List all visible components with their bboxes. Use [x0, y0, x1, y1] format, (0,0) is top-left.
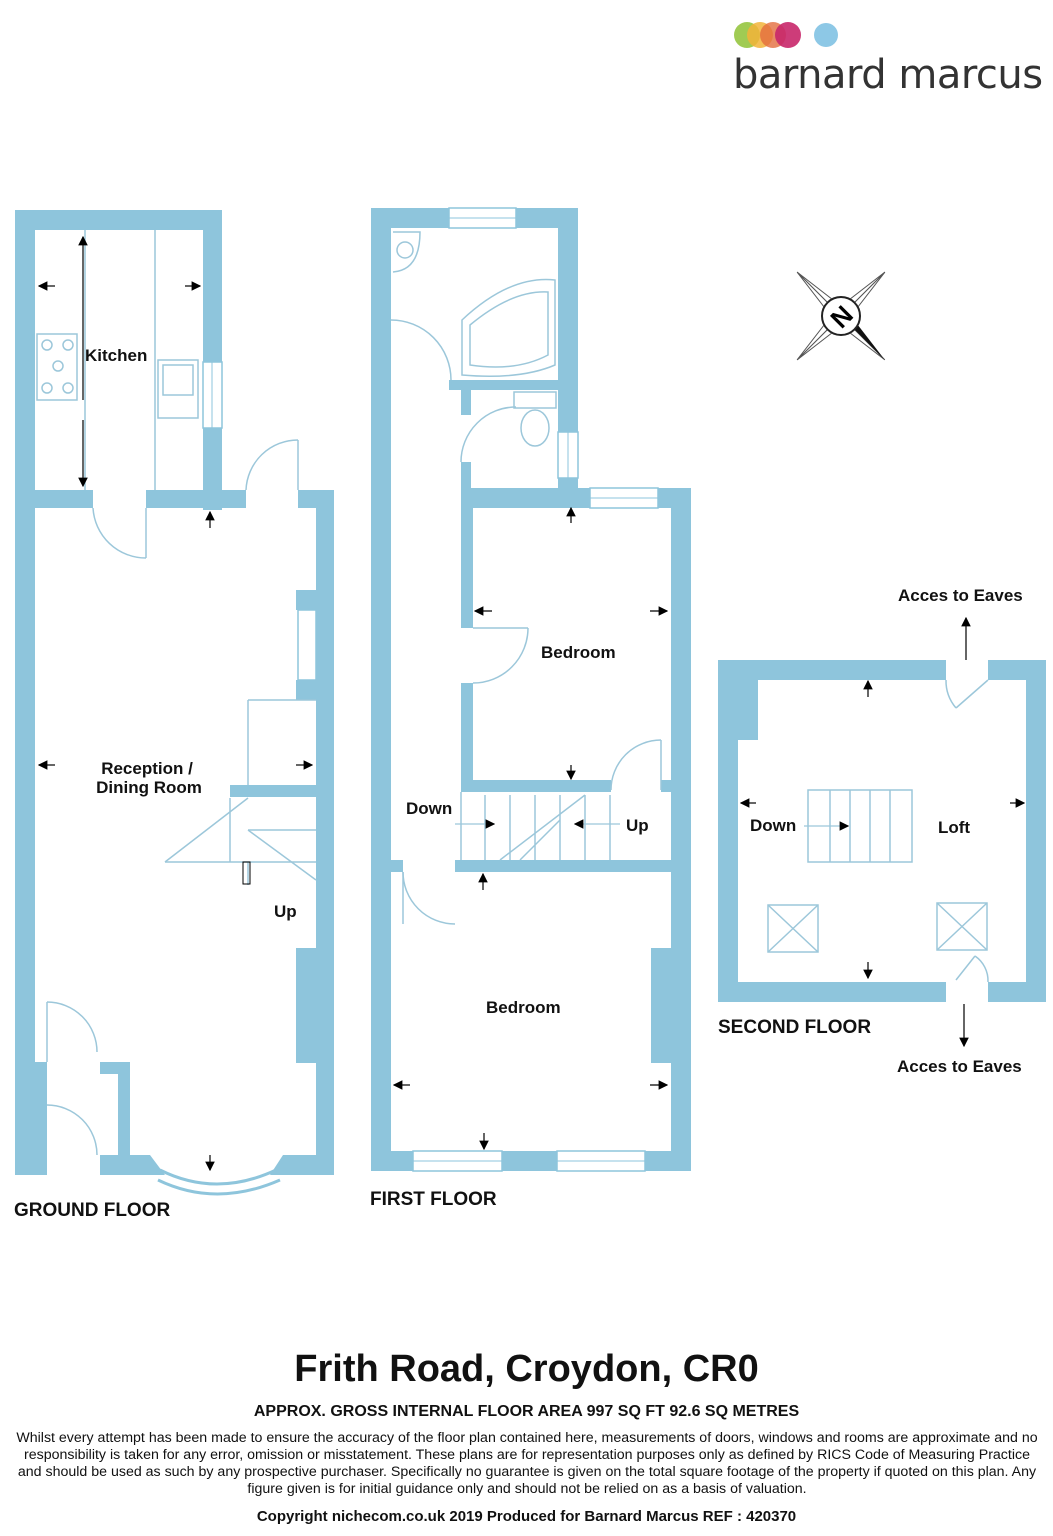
disclaimer-text: Whilst every attempt has been made to en…: [16, 1430, 1038, 1497]
first-floor-title: FIRST FLOOR: [370, 1189, 497, 1210]
compass-icon: [796, 271, 886, 361]
second-floor-title: SECOND FLOOR: [718, 1017, 872, 1038]
ground-floor-title: GROUND FLOOR: [14, 1200, 171, 1221]
rear-bedroom-label: Bedroom: [541, 643, 616, 662]
reception-label-line1: Reception /: [101, 759, 193, 778]
loft-down-label: Down: [750, 816, 797, 835]
floor-area: APPROX. GROSS INTERNAL FLOOR AREA 997 SQ…: [253, 1403, 800, 1420]
ground-up-label: Up: [274, 902, 297, 921]
brand-logo-dots: [734, 22, 838, 48]
loft-label: Loft: [938, 818, 971, 837]
front-bedroom-label: Bedroom: [486, 998, 561, 1017]
first-down-label: Down: [406, 799, 453, 818]
reception-label-line2: Dining Room: [96, 778, 202, 797]
floor-plan: N: [15, 207, 1046, 1196]
copyright-footer: Copyright nichecom.co.uk 2019 Produced f…: [256, 1508, 797, 1525]
eaves-access-top-label: Acces to Eaves: [898, 586, 1023, 605]
first-floor-plan: [371, 208, 691, 1171]
kitchen-label: Kitchen: [85, 346, 148, 365]
brand-name: barnard marcus: [733, 52, 1043, 98]
ground-floor-plan: [15, 210, 334, 1175]
eaves-access-bottom-label: Acces to Eaves: [897, 1057, 1022, 1076]
second-floor-plan: [718, 660, 1046, 1002]
first-up-label: Up: [626, 816, 649, 835]
property-title: Frith Road, Croydon, CR0: [294, 1348, 759, 1390]
